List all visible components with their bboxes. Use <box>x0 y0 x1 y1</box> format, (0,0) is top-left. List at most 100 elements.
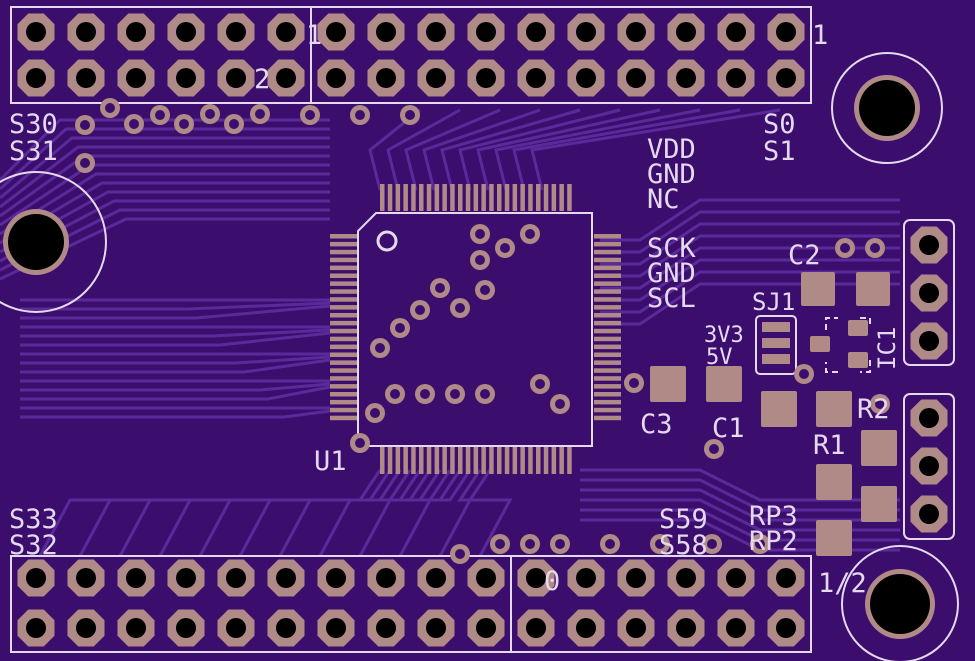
u1-pad-left <box>330 328 357 334</box>
u1-pad-top <box>434 184 440 211</box>
via <box>475 384 495 404</box>
label-r1: R1 <box>813 430 846 461</box>
via <box>750 534 770 554</box>
via <box>124 114 144 134</box>
smd-pads <box>650 272 897 556</box>
header-pin-bottom-row-1 <box>217 559 255 597</box>
header-pin-right-top <box>910 274 948 312</box>
via <box>250 104 270 124</box>
header-pin-top-row-2 <box>567 59 605 97</box>
via <box>365 403 385 423</box>
header-pin-bottom-row-2 <box>167 609 205 647</box>
r2-pad-b <box>816 391 852 427</box>
via <box>200 104 220 124</box>
u1-pad-left <box>330 241 357 247</box>
u1-pad-top <box>473 184 479 211</box>
u1-pad-top <box>458 184 463 211</box>
u1-pad-right <box>594 368 621 373</box>
silkscreen-labels: S30 S31 S0 S1 VDD GND NC SCK GND SCL C2 … <box>9 20 901 599</box>
u1-pad-right <box>594 281 621 286</box>
header-pin-top-row-1 <box>717 13 755 51</box>
u1-pad-top <box>520 184 525 211</box>
via <box>470 224 490 244</box>
header-pin-top-row-1 <box>667 13 705 51</box>
via <box>520 534 540 554</box>
via <box>100 98 120 118</box>
via <box>550 534 570 554</box>
via <box>390 318 410 338</box>
header-pin-top-row-2 <box>167 59 205 97</box>
header-pin-top-row-2 <box>317 59 355 97</box>
u1-pad-right <box>594 415 621 421</box>
copper-trace <box>20 382 331 392</box>
header-pin-top-row-2 <box>217 59 255 97</box>
u1-pad-top <box>380 184 385 211</box>
label-u1: U1 <box>314 446 347 477</box>
ic1-pad-b <box>810 336 830 352</box>
via <box>350 105 370 125</box>
label-header-top-left: 1 <box>306 20 322 51</box>
via <box>550 394 570 414</box>
u1-pad-left <box>330 392 357 397</box>
header-bottom-right-outline <box>510 555 812 653</box>
u1-pad-left <box>330 281 357 286</box>
label-s0: S0 <box>763 109 796 140</box>
u1-pad-left <box>330 289 357 294</box>
u1-pad-bottom <box>473 447 479 474</box>
header-pin-bottom-row-2 <box>467 609 505 647</box>
header-pin-bottom-row-1 <box>367 559 405 597</box>
header-pin-bottom-row-1 <box>617 559 655 597</box>
header-pin-bottom-row-1 <box>717 559 755 597</box>
u1-pad-top <box>543 184 549 211</box>
header-pin-bottom-row-2 <box>317 609 355 647</box>
copper-trace <box>398 469 472 557</box>
u1-pad-bottom <box>551 447 557 474</box>
copper-trace <box>358 469 462 557</box>
via <box>385 384 405 404</box>
label-header-top-left-2: 2 <box>254 64 270 95</box>
copper-trace <box>467 469 513 557</box>
header-pin-top-row-2 <box>717 59 755 97</box>
ic1-pad-c <box>848 352 868 368</box>
u1-pad-bottom <box>481 447 486 474</box>
u1-pad-bottom <box>450 447 455 474</box>
header-pin-right-bottom <box>910 495 948 533</box>
via <box>870 394 890 414</box>
u1-pad-left <box>330 399 357 405</box>
rp3-pad <box>861 486 897 522</box>
mount-hole-bottom-right <box>870 574 930 634</box>
header-pin-bottom-row-1 <box>517 559 555 597</box>
u1-pad-bottom <box>442 447 447 474</box>
u1-pad-right <box>594 249 621 255</box>
u1-pad-right <box>594 352 621 357</box>
via <box>600 534 620 554</box>
u1-pad-top <box>403 184 408 211</box>
u1-pad-top <box>551 184 557 211</box>
header-pin-top-row-2 <box>467 59 505 97</box>
via <box>415 384 435 404</box>
header-pin-right-bottom <box>910 447 948 485</box>
via <box>475 280 495 300</box>
mount-hole-ring-top-right <box>831 52 943 164</box>
u1-pad-left <box>330 415 357 421</box>
header-pin-bottom-row-1 <box>167 559 205 597</box>
copper-trace <box>440 108 581 191</box>
copper-trace <box>20 409 331 419</box>
mount-hole-ring-bottom-right <box>841 545 959 661</box>
via <box>75 115 95 135</box>
u1-pad-bottom <box>520 447 525 474</box>
u1-pad-left <box>330 336 357 342</box>
label-ic1: IC1 <box>873 327 901 370</box>
label-header-top-right: 1 <box>812 20 828 51</box>
u1-pad-top <box>559 184 564 211</box>
label-gnd-top: GND <box>647 159 696 190</box>
u1-pad-bottom <box>411 447 416 474</box>
header-pin-bottom-row-2 <box>217 609 255 647</box>
ic1-outline <box>825 317 871 373</box>
via <box>704 439 724 459</box>
u1-pad-top <box>504 184 510 211</box>
u1-pad-left <box>330 368 357 373</box>
ic1-pad-a <box>848 320 868 336</box>
copper-trace <box>458 108 621 191</box>
